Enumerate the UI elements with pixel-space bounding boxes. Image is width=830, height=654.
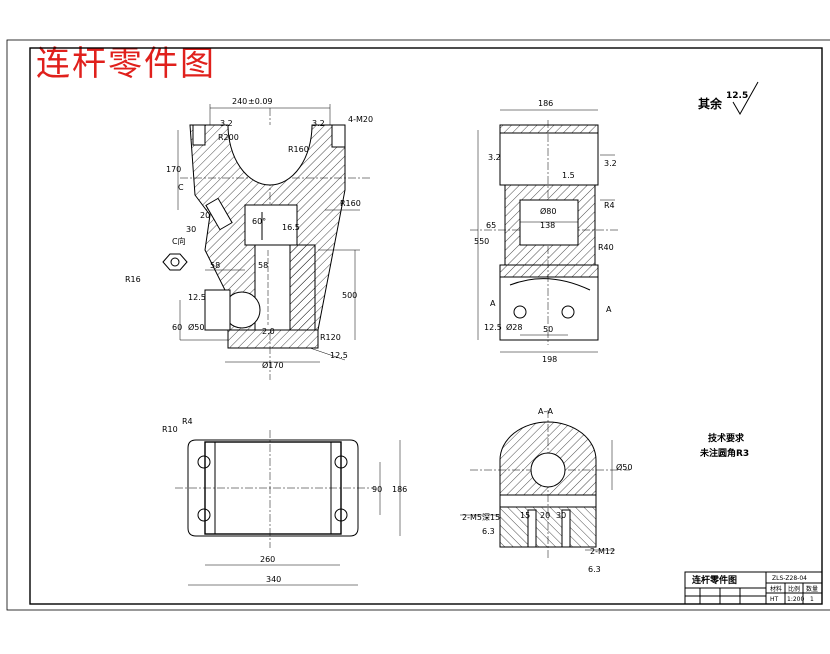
side-view-dimensions: 186 3.2 3.2 1.5 550 65 Ø80 138 R4 R40 50… [474, 99, 617, 364]
dim-side-r40: R40 [598, 243, 614, 252]
dim-2-0: 2.0 [262, 327, 275, 336]
dim-h-500: 500 [342, 291, 357, 300]
title-block-r2c3: 数量 [806, 585, 818, 593]
dim-thread: 4-M20 [348, 115, 373, 124]
tech-req-item: 未注圆角R3 [699, 447, 749, 459]
tech-requirements: 技术要求 未注圆角R3 [699, 432, 749, 459]
dim-front-top: 186 [538, 99, 553, 108]
dim-plan-186: 186 [392, 485, 407, 494]
dim-side-r1-5: 1.5 [562, 171, 575, 180]
dim-r-120: R120 [320, 333, 341, 342]
title-block-text: 连杆零件图 ZLS-Z28-04 材料 比例 数量 HT 1:200 1 [692, 574, 818, 603]
title-block-r2c2: 比例 [788, 585, 800, 593]
dim-sec-15: 15 [520, 511, 530, 520]
title-block-r2c1: 材料 [770, 585, 782, 593]
roughness-note: 其余 12.5 [698, 81, 759, 116]
plan-view [175, 430, 401, 586]
section-a-a-view [460, 410, 630, 560]
dim-plan-90: 90 [372, 485, 382, 494]
dim-angle-60: 60° [252, 217, 266, 226]
rough-top-left: 3.2 [220, 119, 233, 128]
title-block-r3c2: 1:200 [787, 596, 804, 603]
dim-r-mid: R160 [288, 145, 309, 154]
dim-d-170: Ø170 [262, 360, 284, 370]
front-view [162, 104, 370, 380]
dim-phi-16: 16.5 [282, 223, 300, 232]
title-block-drawing-no: ZLS-Z28-04 [772, 575, 807, 582]
outer-border [6, 39, 830, 611]
dim-d-50: Ø50 [188, 322, 204, 332]
rough-bottom-front: 12.5 [330, 351, 348, 360]
roughness-other-value: 12.5 [726, 91, 748, 101]
dim-top-tol: ±0.09 [248, 97, 273, 106]
view-c-label: C向 [172, 236, 186, 246]
dim-angle-30: 30 [186, 225, 196, 234]
rough-side-3-2b: 3.2 [604, 159, 617, 168]
dim-h-60: 60 [172, 323, 182, 332]
side-view [470, 109, 620, 353]
dim-sec-2m12: 2-M12 [590, 547, 615, 556]
roughness-other-label: 其余 [698, 96, 723, 111]
dim-side-r4: R4 [604, 201, 615, 210]
dim-side-65: 65 [486, 221, 496, 230]
dim-r-inner: R200 [218, 133, 239, 142]
front-view-dimensions: 240 ±0.09 3.2 3.2 4-M20 R200 R160 170 C … [125, 97, 373, 370]
dim-hole-20: 20 [200, 211, 210, 220]
title-block-name: 连杆零件图 [692, 574, 737, 586]
dim-side-d80: Ø80 [540, 206, 556, 216]
dim-side-550: 550 [474, 237, 489, 246]
section-a-a-label: A–A [538, 407, 553, 416]
rough-side-a: 12.5 [484, 323, 502, 332]
dim-plan-340: 340 [266, 575, 281, 584]
dim-plan-r10: R10 [162, 425, 178, 434]
inner-frame [29, 47, 823, 605]
dim-sec-20: 20 [540, 511, 550, 520]
dim-side-138: 138 [540, 221, 555, 230]
section-mark-left: A [490, 299, 496, 308]
dim-r-16: R16 [125, 275, 141, 284]
plan-view-dimensions: R4 R10 260 340 90 186 [162, 417, 407, 584]
dim-plan-r4: R4 [182, 417, 193, 426]
rough-sec-6-3-b: 6.3 [588, 565, 601, 574]
section-mark-right: A [606, 305, 612, 314]
tech-req-title: 技术要求 [708, 432, 745, 444]
title-block-r3c1: HT [770, 596, 779, 603]
dim-58b: 58 [258, 261, 268, 270]
rough-12-5: 12.5 [188, 293, 206, 302]
dim-58: 58 [210, 261, 220, 270]
dim-side-198: 198 [542, 355, 557, 364]
section-a-a-dimensions: A–A Ø50 2-M5深15 6.3 2-M12 6.3 20 30 15 [462, 407, 632, 574]
dim-sec-30: 30 [556, 511, 566, 520]
dim-sec-d50: Ø50 [616, 462, 632, 472]
title-block [684, 571, 823, 605]
dim-side-d28: Ø28 [506, 322, 522, 332]
dim-top-width: 240 [232, 97, 247, 106]
dim-side-50: 50 [543, 325, 553, 334]
rough-sec-6-3-a: 6.3 [482, 527, 495, 536]
dim-r-side: R160 [340, 199, 361, 208]
title-block-r3c3: 1 [810, 596, 814, 603]
drawing-overlay-title: 连杆零件图 [36, 44, 216, 84]
dim-h-170: 170 [166, 165, 181, 174]
dim-sec-2m5: 2-M5深15 [462, 513, 500, 522]
dim-plan-260: 260 [260, 555, 275, 564]
rough-side-3-2: 3.2 [488, 153, 501, 162]
rough-top-right: 3.2 [312, 119, 325, 128]
view-c-mark: C [178, 183, 184, 192]
